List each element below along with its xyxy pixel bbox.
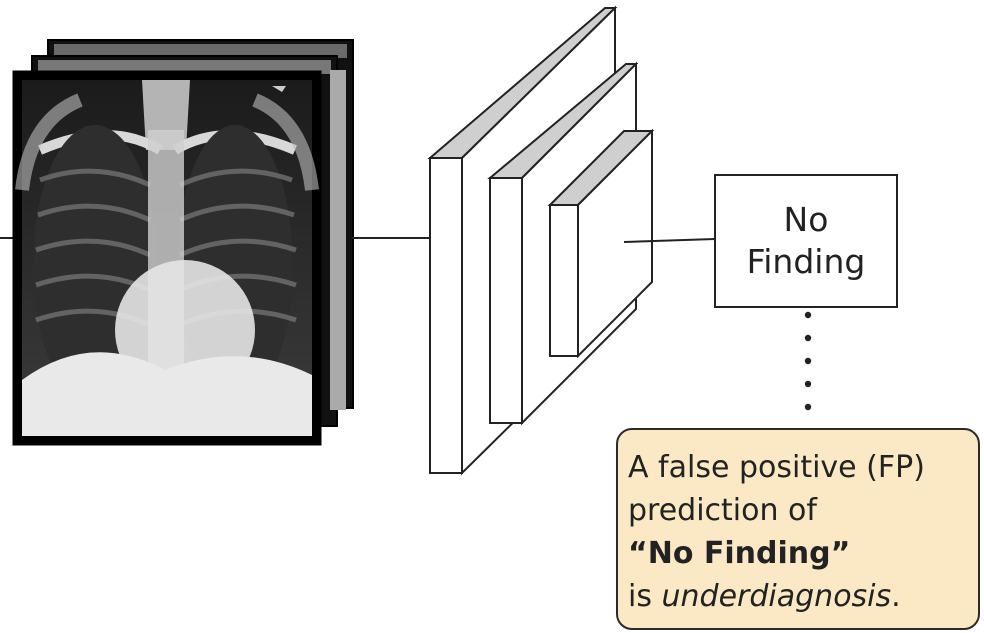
- callout-line4-prefix: is: [628, 579, 662, 614]
- callout-line2: prediction of: [628, 489, 978, 532]
- callout-line4-suffix: .: [891, 579, 901, 614]
- callout-line1: A false positive (FP): [628, 446, 978, 489]
- callout-line4: is underdiagnosis.: [628, 575, 978, 618]
- output-label-line2: Finding: [747, 241, 866, 283]
- underdiagnosis-callout: A false positive (FP) prediction of “No …: [616, 428, 980, 630]
- dotted-connector: [805, 312, 811, 410]
- xray-stack: [14, 40, 353, 444]
- callout-line3: “No Finding”: [628, 532, 978, 575]
- output-label-box: No Finding: [714, 174, 898, 308]
- output-label-line1: No: [784, 199, 829, 241]
- xray-image-front: [14, 72, 320, 444]
- callout-underdiagnosis-italic: underdiagnosis: [662, 579, 892, 614]
- callout-no-finding-bold: “No Finding”: [628, 536, 850, 571]
